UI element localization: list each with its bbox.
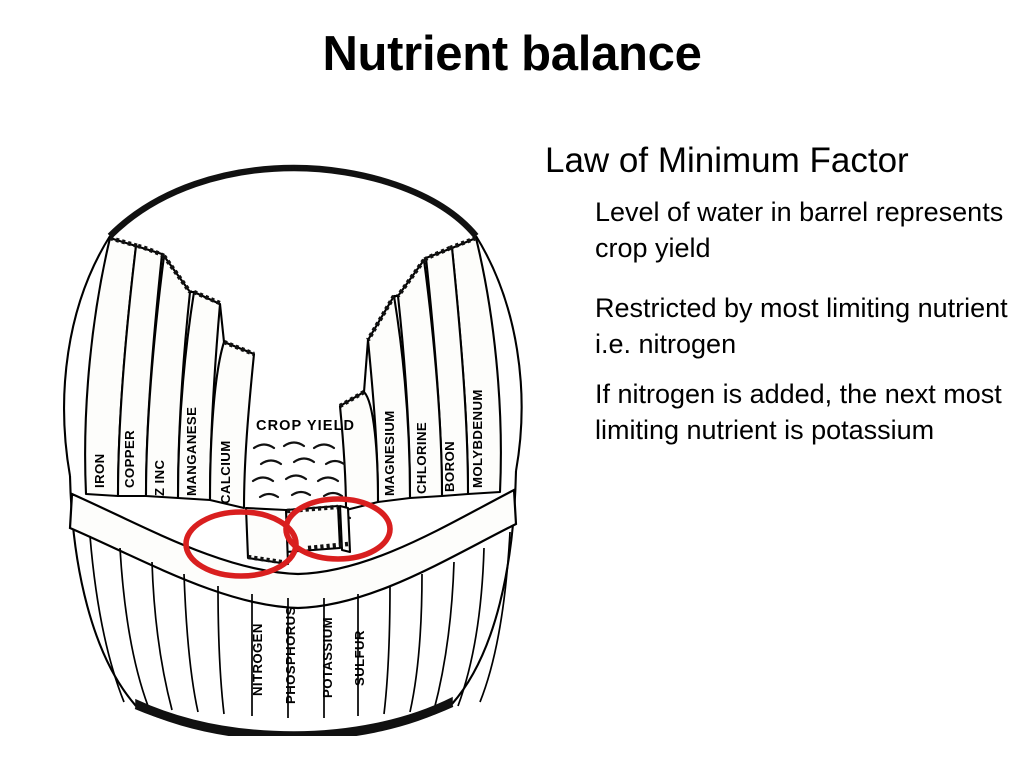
stave-label-potassium: POTASSIUM bbox=[320, 617, 335, 698]
stave-label-sulfur: SULFUR bbox=[352, 630, 367, 686]
stave-labels-right: MAGNESIUM CHLORINE BORON MOLYBDENUM bbox=[382, 389, 485, 496]
stave-label-iron: IRON bbox=[92, 453, 107, 488]
highlight-ellipse-potassium bbox=[283, 496, 393, 562]
stave-label-molybdenum: MOLYBDENUM bbox=[470, 389, 485, 488]
water-fill: CROP YIELD bbox=[251, 418, 355, 532]
staves-left-group bbox=[84, 235, 256, 510]
stave-label-magnesium: MAGNESIUM bbox=[382, 410, 397, 496]
bullet-restricted-by-nutrient: Restricted by most limiting nutrient i.e… bbox=[595, 293, 1008, 360]
barrel-bottom-rim bbox=[134, 696, 454, 736]
stave-label-chlorine: CHLORINE bbox=[414, 422, 429, 494]
highlight-annotations bbox=[183, 496, 393, 579]
stave-label-boron: BORON bbox=[442, 441, 457, 492]
crop-yield-label: CROP YIELD bbox=[256, 418, 355, 434]
stave-label-calcium: CALCIUM bbox=[218, 440, 233, 504]
barrel-top-rim bbox=[107, 164, 479, 239]
heading-law-of-minimum-factor: Law of Minimum Factor bbox=[545, 141, 909, 180]
stave-label-zinc: Z INC bbox=[152, 459, 167, 496]
bullet-nitrogen-added: If nitrogen is added, the next most limi… bbox=[595, 378, 1002, 445]
text-panel: Law of Minimum Factor Level of water in … bbox=[545, 140, 1015, 449]
staves-right-group bbox=[338, 235, 502, 512]
staves-lower-group bbox=[89, 531, 511, 718]
stave-label-phosphorus: PHOSPHORUS bbox=[283, 606, 298, 704]
stave-label-copper: COPPER bbox=[122, 430, 137, 488]
stave-label-nitrogen: NITROGEN bbox=[250, 623, 265, 696]
stave-labels-left: IRON COPPER Z INC MANGANESE CALCIUM bbox=[92, 407, 233, 504]
bullet-water-level: Level of water in barrel represents crop… bbox=[595, 197, 1004, 264]
page-title: Nutrient balance bbox=[322, 27, 702, 81]
stave-labels-bottom: NITROGEN PHOSPHORUS POTASSIUM SULFUR bbox=[250, 606, 367, 704]
barrel-diagram: CROP YIELD bbox=[48, 96, 548, 736]
stave-label-manganese: MANGANESE bbox=[184, 407, 199, 496]
